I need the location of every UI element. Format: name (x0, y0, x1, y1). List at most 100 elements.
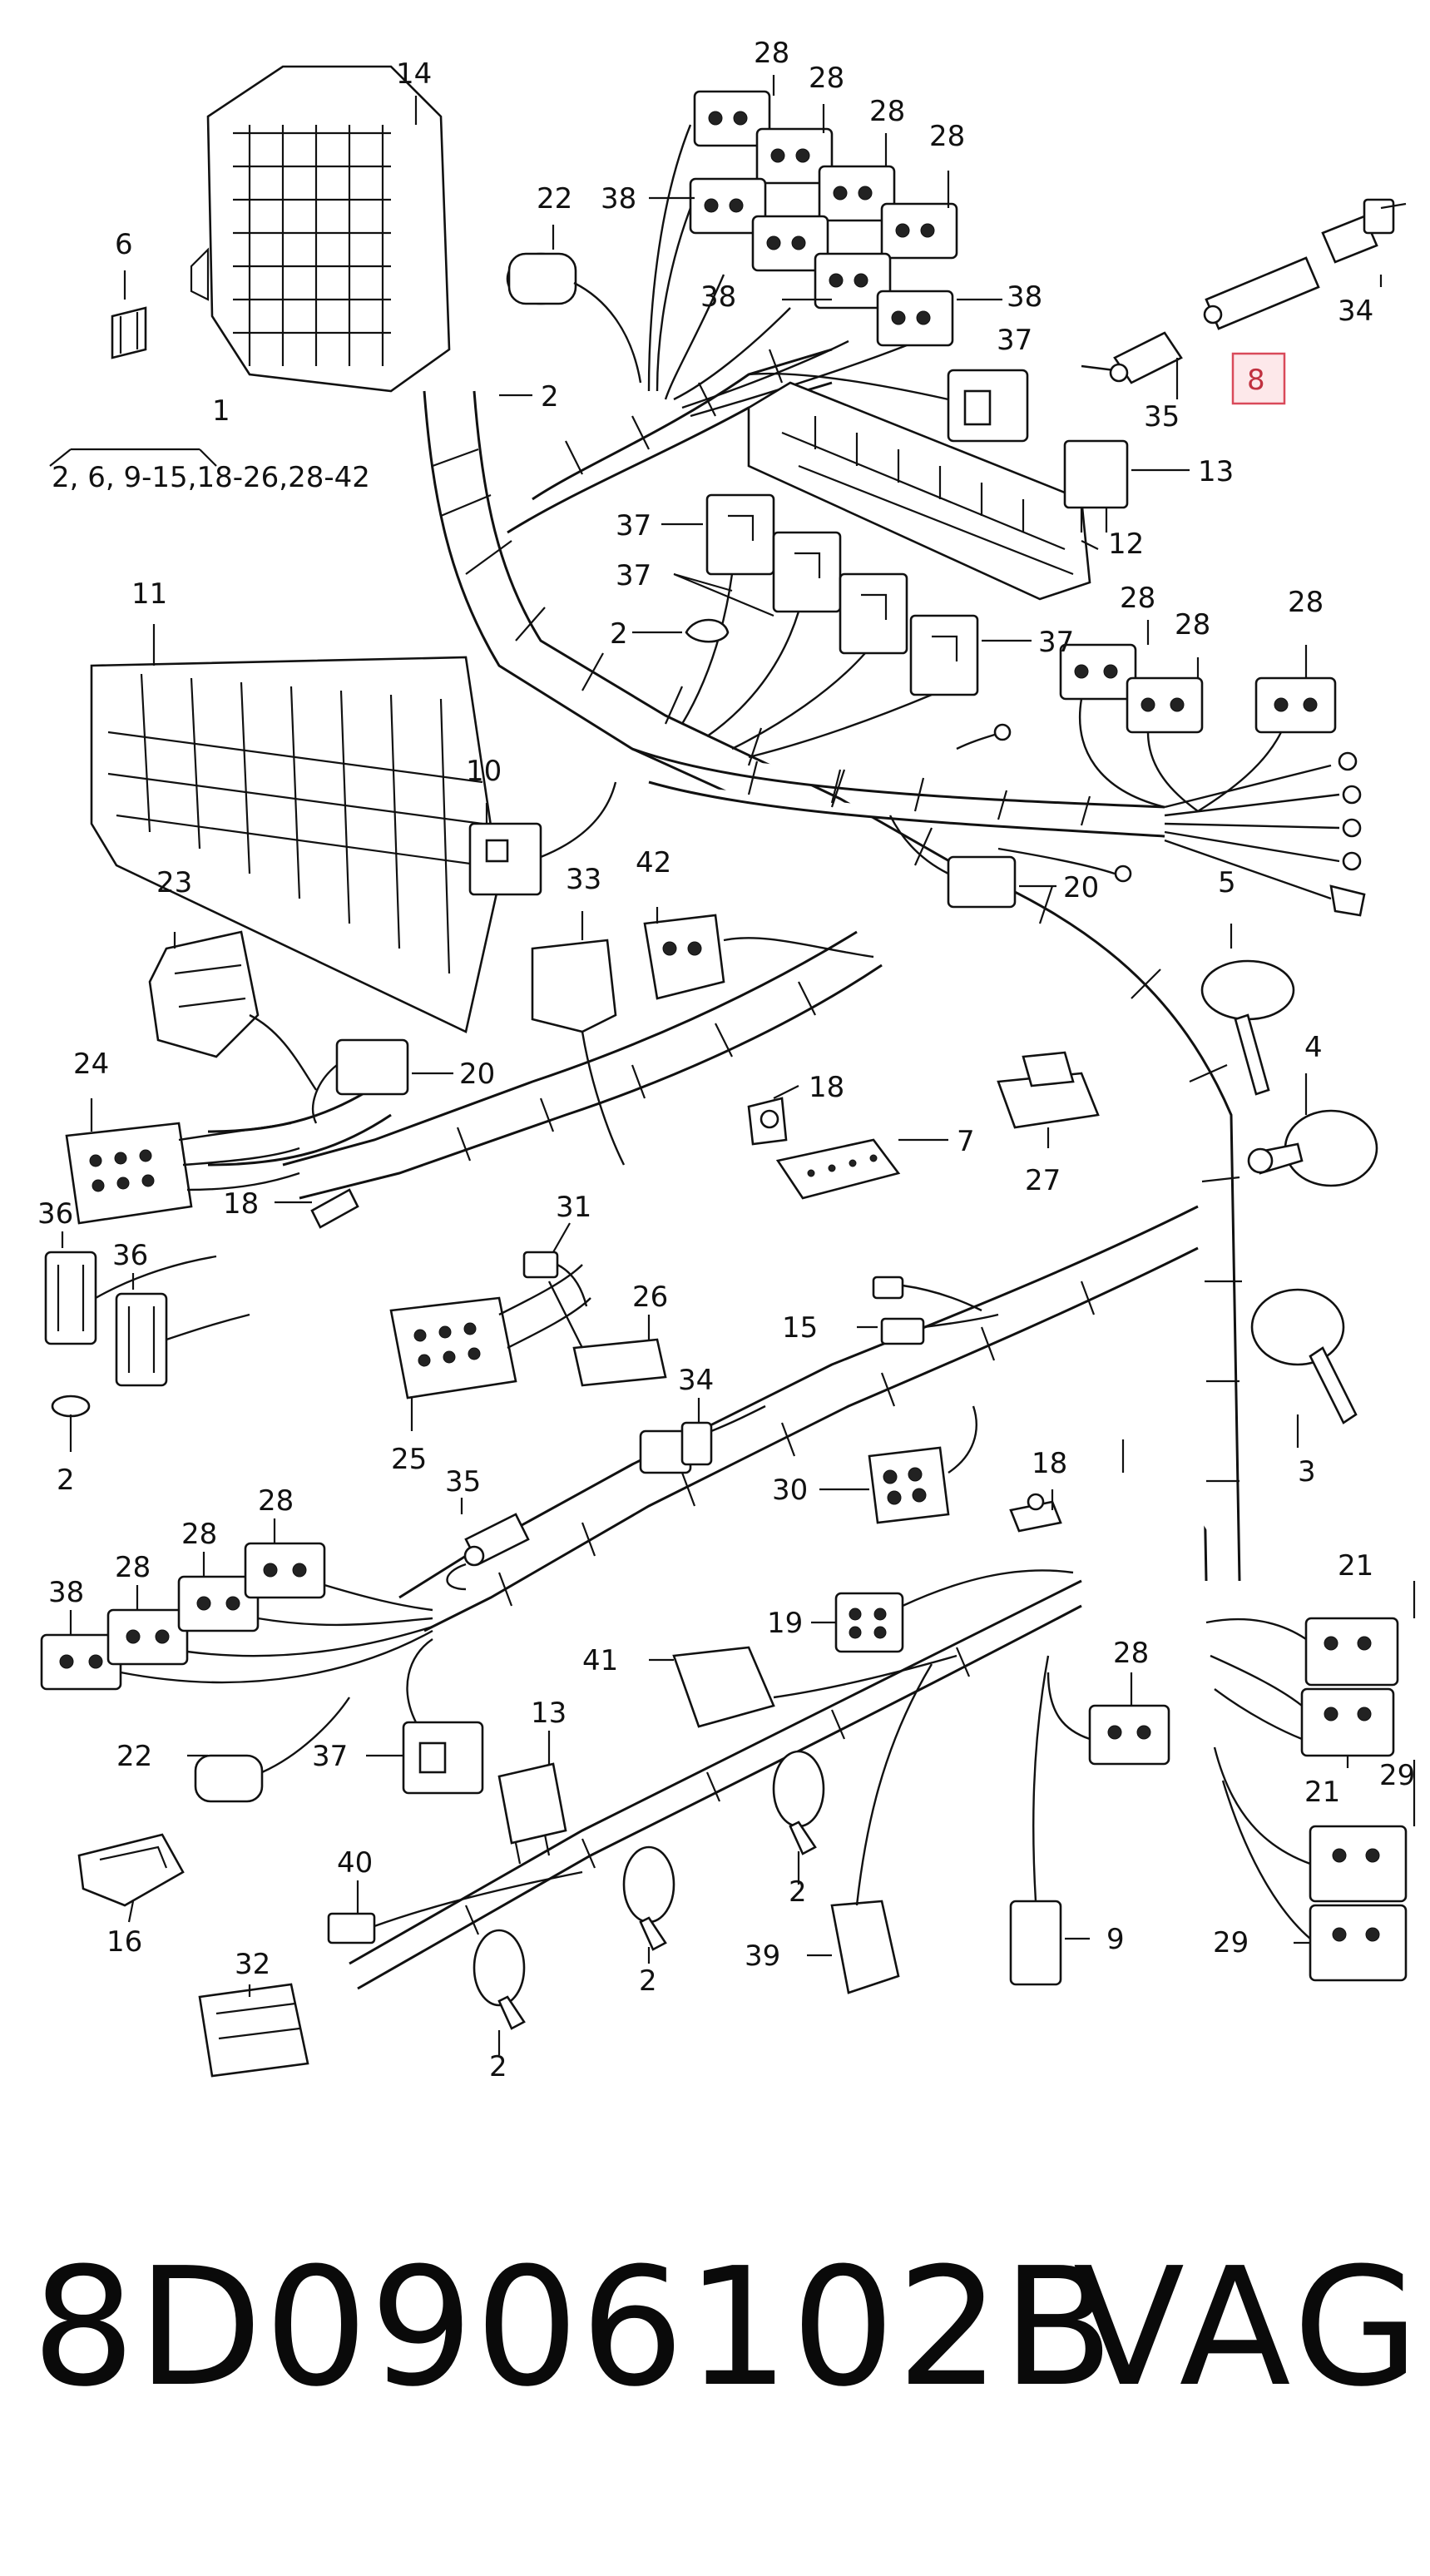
callout-20: 20 (1063, 871, 1099, 904)
group-callout-1: 1 (212, 394, 230, 428)
callout-8-highlighted: 8 (1247, 364, 1265, 397)
suppressor-part-22-lower (194, 1697, 350, 1803)
callout-35: 35 (445, 1465, 481, 1499)
relay-part-13-lower (497, 1762, 567, 1865)
sensor-part-23 (148, 930, 317, 1091)
connector-pair-part-29 (1213, 1746, 1408, 1982)
callout-26: 26 (632, 1281, 668, 1314)
callout-28: 28 (1113, 1637, 1149, 1670)
callout-18: 18 (223, 1187, 259, 1221)
callout-27: 27 (1025, 1164, 1061, 1197)
connector-part-40 (327, 1870, 583, 1944)
part-35-lower (446, 1513, 530, 1591)
callout-28: 28 (869, 95, 905, 128)
clip-part-18-left (310, 1188, 359, 1229)
callout-20: 20 (459, 1058, 495, 1091)
harness-tape-marks (432, 349, 1242, 1935)
callout-23: 23 (156, 866, 192, 899)
callout-12: 12 (1108, 528, 1144, 561)
connector-group-right-28 (956, 643, 1366, 917)
connector-part-24 (65, 1122, 300, 1225)
relay-holder-part-14 (190, 65, 451, 393)
connector-cluster-bottom-left (40, 1542, 433, 1691)
clip-part-18-mid (747, 1097, 788, 1146)
connector-part-30 (868, 1405, 977, 1524)
callout-7: 7 (957, 1125, 975, 1158)
connector-part-33 (531, 939, 626, 1166)
callout-31: 31 (556, 1191, 591, 1224)
callout-2: 2 (541, 380, 559, 414)
module-part-26 (547, 1281, 667, 1387)
connector-part-20-right (888, 815, 1132, 909)
callout-38: 38 (601, 182, 636, 215)
callout-32: 32 (235, 1948, 270, 1981)
brand-label: VAG (1073, 2233, 1425, 2423)
part-15 (872, 1276, 999, 1345)
callout-10: 10 (466, 755, 502, 788)
leader-lines (49, 75, 1416, 2055)
callouts: 14 22 38 28 28 28 28 38 38 6 2 37 35 8 3… (37, 37, 1415, 2083)
callout-15: 15 (782, 1311, 818, 1345)
callout-28: 28 (1175, 608, 1210, 642)
callout-36: 36 (112, 1239, 148, 1272)
callout-28: 28 (258, 1484, 294, 1518)
callout-11: 11 (131, 577, 167, 611)
callout-36: 36 (37, 1197, 73, 1231)
callout-24: 24 (73, 1048, 109, 1081)
group-range-label: 2, 6, 9-15,18-26,28-42 (52, 461, 370, 494)
part-number: 8D0906102B (32, 2233, 1116, 2423)
relay-group-part-37 (680, 493, 979, 759)
callout-38: 38 (1007, 280, 1042, 314)
callout-28: 28 (1120, 582, 1155, 615)
connector-part-20-left (312, 1038, 409, 1124)
callout-2: 2 (639, 1964, 657, 1998)
main-harness (207, 348, 1241, 1990)
callout-5: 5 (1218, 866, 1236, 899)
fuse-part-6 (111, 306, 147, 359)
callout-2: 2 (610, 617, 628, 651)
callout-39: 39 (745, 1939, 780, 1973)
callout-29: 29 (1379, 1759, 1415, 1792)
callout-38: 38 (700, 280, 736, 314)
wiring-harness-diagram: 14 22 38 28 28 28 28 38 38 6 2 37 35 8 3… (37, 37, 1416, 2083)
terminal-block-part-7 (775, 1138, 901, 1200)
connector-cluster-top (647, 90, 958, 418)
callout-28: 28 (1288, 586, 1324, 619)
connector-pair-part-36 (44, 1251, 250, 1387)
callout-22: 22 (537, 182, 572, 215)
callout-18: 18 (1032, 1447, 1067, 1480)
connector-part-31 (522, 1251, 588, 1307)
callout-16: 16 (106, 1925, 142, 1959)
callout-28: 28 (929, 120, 965, 153)
callout-19: 19 (767, 1607, 803, 1640)
callout-28: 28 (181, 1518, 217, 1551)
callout-37: 37 (997, 324, 1032, 357)
cable-tie-part-5 (1200, 959, 1295, 1096)
sensor-part-39 (830, 1663, 933, 1994)
callout-37: 37 (616, 509, 651, 542)
callout-38: 38 (48, 1576, 84, 1609)
suppressor-part-22-upper (506, 252, 642, 384)
callout-34: 34 (678, 1364, 714, 1397)
relay-plate-part-12 (747, 381, 1091, 601)
callout-2: 2 (57, 1464, 75, 1497)
callout-37: 37 (312, 1740, 348, 1773)
callout-25: 25 (391, 1443, 427, 1476)
relay-part-13-upper (1063, 439, 1129, 533)
sensor-part-41 (672, 1646, 957, 1728)
connector-part-9 (1009, 1655, 1062, 1986)
fuse-box-part-11 (90, 656, 501, 1033)
callout-37: 37 (1038, 626, 1074, 659)
callout-2: 2 (489, 2050, 507, 2083)
connector-part-42 (643, 914, 874, 1000)
relay-part-37-lower (402, 1638, 484, 1795)
clip-part-2-upper (685, 618, 730, 643)
callout-42: 42 (636, 846, 671, 879)
callout-28: 28 (754, 37, 789, 70)
cable-tie-part-4 (1247, 1109, 1378, 1187)
clip-part-18-lower (1009, 1493, 1062, 1533)
callout-41: 41 (582, 1644, 618, 1677)
callout-28: 28 (115, 1551, 151, 1584)
callout-34: 34 (1338, 295, 1373, 328)
connector-part-19 (834, 1569, 1074, 1653)
